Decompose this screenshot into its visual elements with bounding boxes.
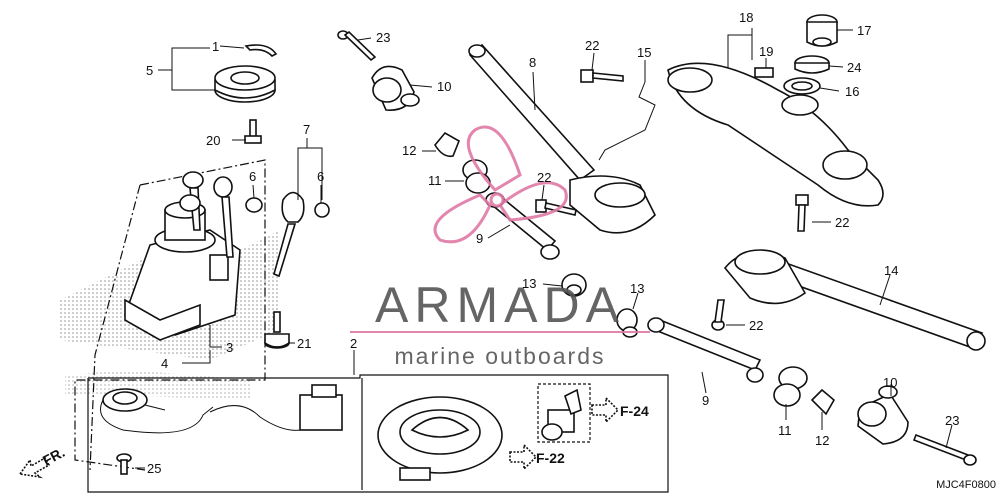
callout-10-right[interactable]: 10 xyxy=(883,375,897,390)
callout-22-right[interactable]: 22 xyxy=(835,215,849,230)
screw-23-top-part xyxy=(337,30,377,62)
lock-cylinder-part xyxy=(541,388,582,441)
ref-arrow-f24[interactable]: F-24 xyxy=(591,396,649,424)
callout-20[interactable]: 20 xyxy=(206,133,220,148)
bolt-22-lower-part xyxy=(711,299,725,331)
callout-21[interactable]: 21 xyxy=(297,336,311,351)
callout-8[interactable]: 8 xyxy=(529,55,536,70)
callout-17[interactable]: 17 xyxy=(857,23,871,38)
callout-22-center[interactable]: 22 xyxy=(537,170,551,185)
callout-22-lower[interactable]: 22 xyxy=(749,318,763,333)
snap-ring-part xyxy=(244,44,278,57)
clip-top-part xyxy=(434,131,461,158)
callout-10-top[interactable]: 10 xyxy=(437,79,451,94)
callout-5[interactable]: 5 xyxy=(146,63,153,78)
callout-18[interactable]: 18 xyxy=(739,10,753,25)
bracket-wire-part xyxy=(598,81,656,161)
handlebar-part xyxy=(723,249,986,351)
bolt-22-right-part xyxy=(795,194,809,232)
handle-pipe-part xyxy=(468,43,656,234)
gear-right-part xyxy=(616,308,638,338)
callout-1[interactable]: 1 xyxy=(212,39,219,54)
callout-25[interactable]: 25 xyxy=(147,461,161,476)
callout-19[interactable]: 19 xyxy=(759,44,773,59)
gear-center-part xyxy=(561,273,587,297)
kit-subframe xyxy=(537,383,591,443)
screw-23-right-part xyxy=(912,433,977,466)
callout-22-top[interactable]: 22 xyxy=(585,38,599,53)
callout-6-right[interactable]: 6 xyxy=(317,169,324,184)
rod-right-part xyxy=(647,317,764,383)
screw-25-part xyxy=(116,453,132,475)
callout-24[interactable]: 24 xyxy=(847,60,861,75)
callout-16[interactable]: 16 xyxy=(845,84,859,99)
fuel-cap-part xyxy=(377,396,503,481)
callout-9-right[interactable]: 9 xyxy=(702,393,709,408)
callout-6-left[interactable]: 6 xyxy=(249,169,256,184)
ref-arrow-f22[interactable]: F-22 xyxy=(509,443,565,471)
bolt-20-part xyxy=(244,119,262,144)
bolt-21-part xyxy=(264,311,290,349)
lock-nut-part xyxy=(214,65,276,103)
assembly-outline-lock-inner xyxy=(89,184,141,471)
callout-11-right[interactable]: 11 xyxy=(778,423,792,438)
cap-17-part xyxy=(806,14,838,47)
kit-frame xyxy=(87,374,669,493)
nut-24-part xyxy=(794,55,830,74)
callout-11-top[interactable]: 11 xyxy=(428,173,442,188)
callout-12-right[interactable]: 12 xyxy=(815,433,829,448)
callout-7[interactable]: 7 xyxy=(303,122,310,137)
leader-lines xyxy=(135,28,953,469)
callout-2[interactable]: 2 xyxy=(350,336,357,351)
watermark-title: ARMADA xyxy=(375,277,625,333)
callout-12-top[interactable]: 12 xyxy=(402,143,416,158)
callout-4[interactable]: 4 xyxy=(161,356,168,371)
callout-23-top[interactable]: 23 xyxy=(376,30,390,45)
front-arrow-icon: FR. xyxy=(18,444,67,479)
washer-16-part xyxy=(783,77,821,95)
callout-13-right[interactable]: 13 xyxy=(630,281,644,296)
weight-right-part xyxy=(773,366,808,407)
o-ring-right-part xyxy=(314,202,330,218)
ignition-lock-part xyxy=(123,201,241,341)
key-in-lock-part xyxy=(179,171,234,258)
callouts: 1 2 3 4 5 6 6 7 8 9 9 10 10 11 11 12 12 … xyxy=(146,10,959,476)
bar-end-right-part xyxy=(857,385,909,445)
callout-3[interactable]: 3 xyxy=(226,340,233,355)
callout-15[interactable]: 15 xyxy=(637,45,651,60)
o-ring-left-part xyxy=(245,197,263,213)
ref-label-f22[interactable]: F-22 xyxy=(536,450,565,466)
callout-23-right[interactable]: 23 xyxy=(945,413,959,428)
watermark: ARMADA marine outboards xyxy=(350,125,650,369)
callout-9-center[interactable]: 9 xyxy=(476,231,483,246)
clip-right-part xyxy=(810,388,836,416)
wire-harness-part xyxy=(100,384,343,434)
diagram-code: MJC4F0800 xyxy=(936,479,996,491)
ref-label-f24[interactable]: F-24 xyxy=(620,403,649,419)
assembly-outline-lock xyxy=(74,159,266,471)
watermark-logo-icon xyxy=(433,125,568,244)
callout-13-center[interactable]: 13 xyxy=(522,276,536,291)
bar-end-top-part xyxy=(371,65,420,111)
watermark-subtitle: marine outboards xyxy=(395,343,606,369)
top-bridge-part xyxy=(667,62,884,207)
callout-14[interactable]: 14 xyxy=(884,263,898,278)
bolt-22-top-part xyxy=(580,69,624,83)
